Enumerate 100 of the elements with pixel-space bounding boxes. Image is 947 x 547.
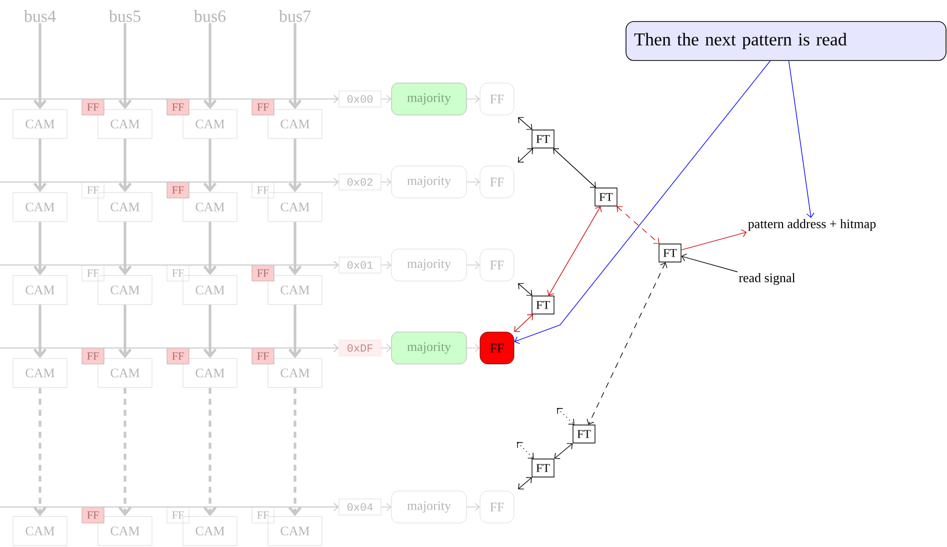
dashed-arrow	[586, 262, 668, 425]
bus-label: bus6	[194, 10, 226, 22]
flip-flop-box: FF	[82, 348, 104, 364]
arrow	[288, 222, 302, 276]
arrow	[788, 60, 814, 218]
arrow	[466, 260, 480, 270]
bus-line	[0, 260, 339, 270]
flip-flop-box: FF	[82, 264, 104, 282]
arrow	[518, 117, 532, 130]
arrow	[553, 148, 596, 188]
majority-box: majority	[391, 490, 467, 524]
bus-line	[0, 502, 339, 512]
arrow	[466, 178, 480, 186]
arrow	[288, 304, 302, 358]
arrow	[118, 23, 132, 110]
arrow	[203, 222, 217, 276]
majority-box: majority	[391, 248, 467, 282]
cam-box: CAM	[182, 275, 238, 305]
arrow	[203, 304, 217, 358]
bus-label: bus4	[24, 10, 56, 22]
cam-box: CAM	[12, 275, 68, 305]
flip-flop-box: FF	[166, 264, 190, 282]
dashed-arrow	[557, 408, 574, 425]
address-box: 0x01	[338, 256, 382, 274]
arrow	[118, 304, 132, 358]
arrow	[288, 23, 302, 110]
arrow	[681, 254, 738, 272]
bus-line	[0, 178, 339, 186]
address-box: 0xDF	[338, 340, 382, 356]
flip-flop-box: FF	[166, 98, 190, 116]
cam-box: CAM	[98, 516, 152, 546]
flip-flop-box: FF	[480, 166, 514, 198]
bus-label: bus5	[108, 10, 140, 22]
flip-flop-box: FF	[82, 98, 104, 116]
arrow	[33, 222, 47, 276]
majority-box: majority	[391, 166, 467, 198]
dashed-arrow	[33, 388, 47, 516]
flip-flop-box: FF	[252, 182, 274, 198]
cam-box: CAM	[268, 275, 322, 305]
flip-flop-box: FF	[252, 264, 274, 282]
arrow	[380, 502, 392, 512]
ft-box: FT	[532, 130, 554, 148]
cam-box: CAM	[182, 192, 238, 222]
dashed-arrow	[616, 206, 660, 244]
cam-box: CAM	[12, 358, 68, 388]
dashed-arrow	[288, 388, 302, 516]
signal-label: read signal	[738, 273, 796, 285]
cam-box: CAM	[268, 192, 322, 222]
arrow	[547, 206, 602, 296]
flip-flop-box: FF	[480, 490, 514, 524]
flip-flop-box: FF	[166, 182, 190, 198]
arrow	[514, 60, 771, 344]
cam-box: CAM	[12, 516, 68, 546]
cam-box: CAM	[182, 109, 238, 139]
arrow	[466, 502, 480, 512]
bus-label: bus7	[278, 10, 311, 22]
flip-flop-box: FF	[166, 506, 190, 524]
arrow	[554, 443, 573, 459]
arrow	[380, 344, 392, 352]
flip-flop-box: FF	[82, 506, 104, 524]
arrow	[203, 138, 217, 192]
arrow	[466, 94, 480, 104]
cam-box: CAM	[268, 516, 322, 546]
dashed-arrow	[118, 388, 132, 516]
majority-box: majority	[391, 332, 467, 364]
arrow	[288, 138, 302, 192]
flip-flop-box: FF	[82, 182, 104, 198]
flip-flop-box: FF	[480, 248, 514, 282]
ft-box: FT	[658, 244, 682, 262]
flip-flop-box: FF	[252, 348, 274, 364]
cam-box: CAM	[98, 109, 152, 139]
cam-box: CAM	[182, 516, 238, 546]
arrow	[681, 229, 747, 250]
arrow	[33, 304, 47, 358]
cam-box: CAM	[268, 109, 322, 139]
flip-flop-box: FF	[252, 98, 274, 116]
flip-flop-box: FF	[480, 82, 514, 116]
ft-box: FT	[594, 188, 618, 206]
majority-box: majority	[391, 82, 467, 116]
dashed-arrow	[203, 388, 217, 516]
callout-box: Then the next pattern is read	[626, 21, 946, 61]
cam-box: CAM	[98, 192, 152, 222]
signal-label: pattern address + hitmap	[748, 219, 876, 231]
bus-line	[0, 94, 339, 104]
cam-box: CAM	[268, 358, 322, 388]
arrow	[380, 178, 392, 186]
arrow	[466, 344, 480, 352]
address-box: 0x00	[338, 90, 382, 108]
flip-flop-box: FF	[480, 332, 514, 364]
cam-box: CAM	[98, 275, 152, 305]
arrow	[118, 222, 132, 276]
ft-box: FT	[532, 296, 554, 314]
cam-box: CAM	[12, 109, 68, 139]
arrow	[380, 260, 392, 270]
cam-box: CAM	[98, 358, 152, 388]
ft-box: FT	[532, 458, 554, 478]
cam-box: CAM	[182, 358, 238, 388]
address-box: 0x04	[338, 498, 382, 516]
dashed-arrow	[517, 442, 534, 459]
arrow	[203, 23, 217, 110]
